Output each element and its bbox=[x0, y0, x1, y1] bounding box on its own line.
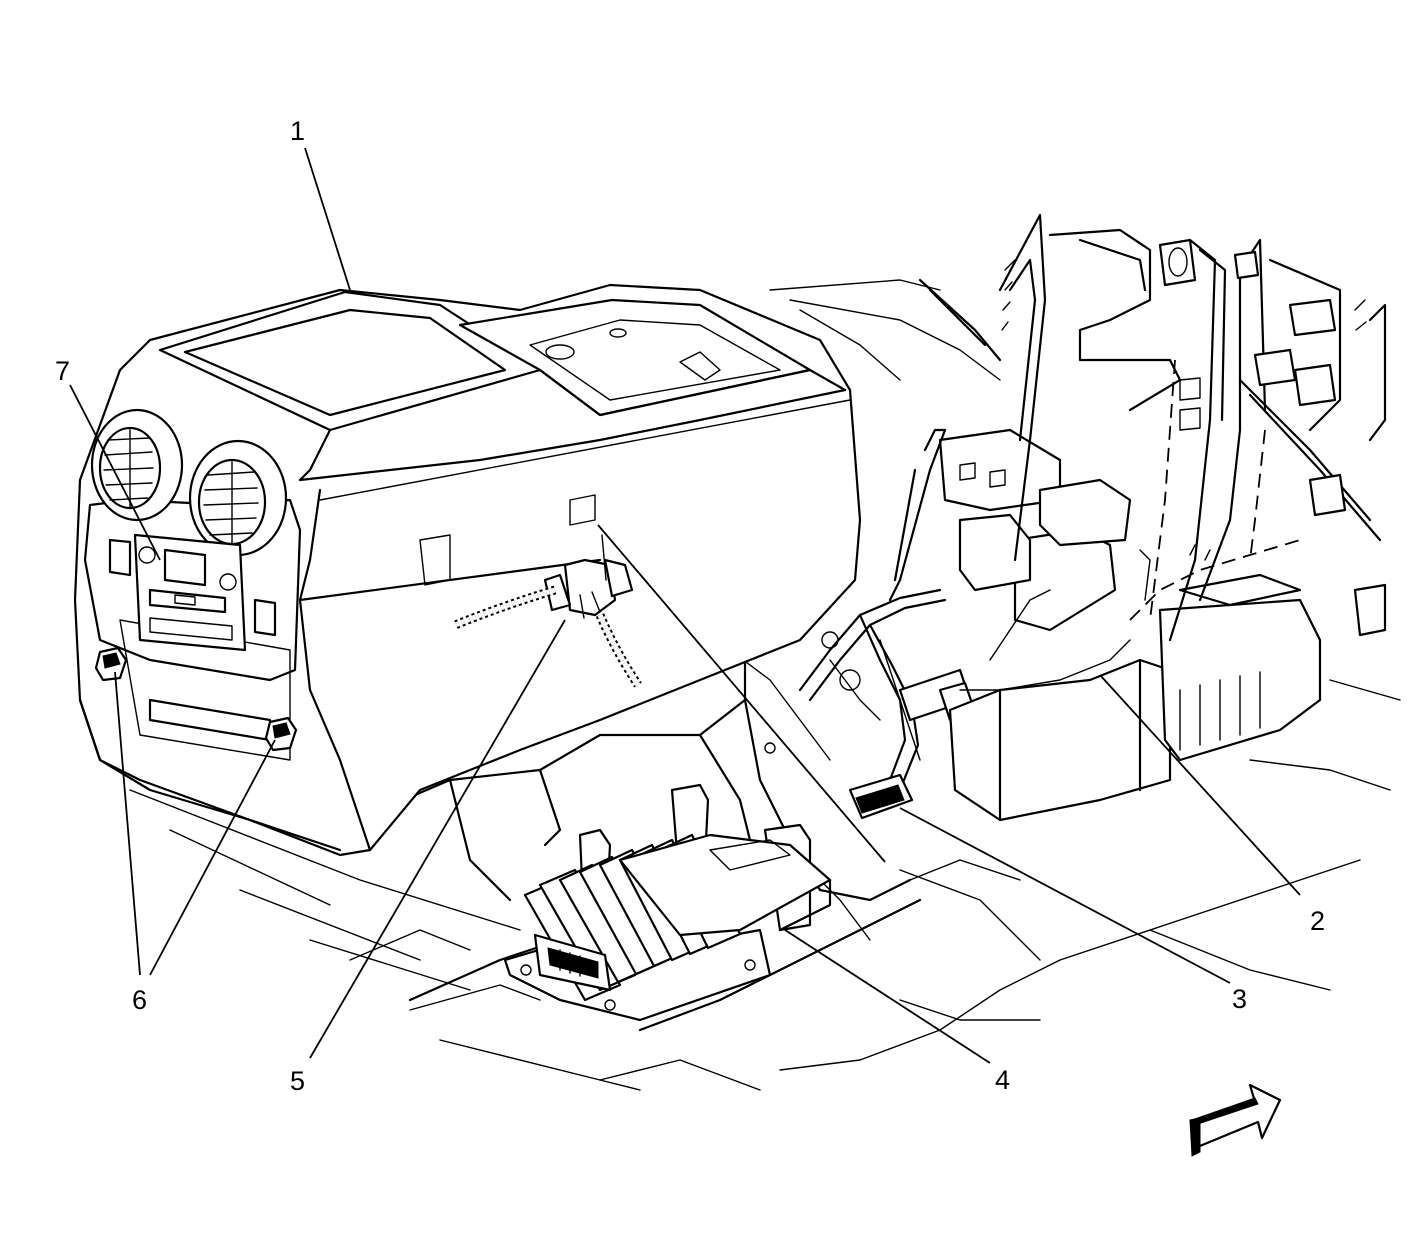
control-module bbox=[503, 783, 832, 1022]
floor-console bbox=[73, 283, 862, 857]
leader-1 bbox=[304, 147, 351, 291]
leader-7 bbox=[69, 384, 161, 561]
instrument-panel-structure bbox=[769, 213, 1387, 691]
callout-5: 5 bbox=[290, 1066, 305, 1096]
forward-arrow-icon bbox=[1189, 1083, 1282, 1157]
right-air-vent bbox=[188, 439, 288, 557]
leader-lines bbox=[69, 147, 1301, 1064]
callout-4: 4 bbox=[995, 1065, 1010, 1095]
leader-2 bbox=[1099, 674, 1301, 896]
callouts: 1 2 3 4 5 6 7 bbox=[55, 116, 1325, 1096]
leader-5 bbox=[309, 619, 566, 1059]
console-switch-harness bbox=[453, 534, 642, 688]
left-air-vent bbox=[90, 408, 184, 522]
callout-1: 1 bbox=[290, 116, 305, 146]
leader-3 bbox=[899, 807, 1231, 984]
leader-pointer bbox=[597, 524, 886, 863]
rear-control-panel bbox=[108, 533, 277, 652]
leader-4 bbox=[784, 929, 991, 1064]
leader-6b bbox=[149, 739, 276, 976]
console-bolts bbox=[94, 646, 298, 752]
leader-6a bbox=[114, 671, 141, 976]
callout-6: 6 bbox=[132, 985, 147, 1015]
callout-7: 7 bbox=[55, 356, 70, 386]
callout-2: 2 bbox=[1310, 906, 1325, 936]
floor-duct-assembly bbox=[938, 428, 1322, 822]
callout-3: 3 bbox=[1232, 984, 1247, 1014]
